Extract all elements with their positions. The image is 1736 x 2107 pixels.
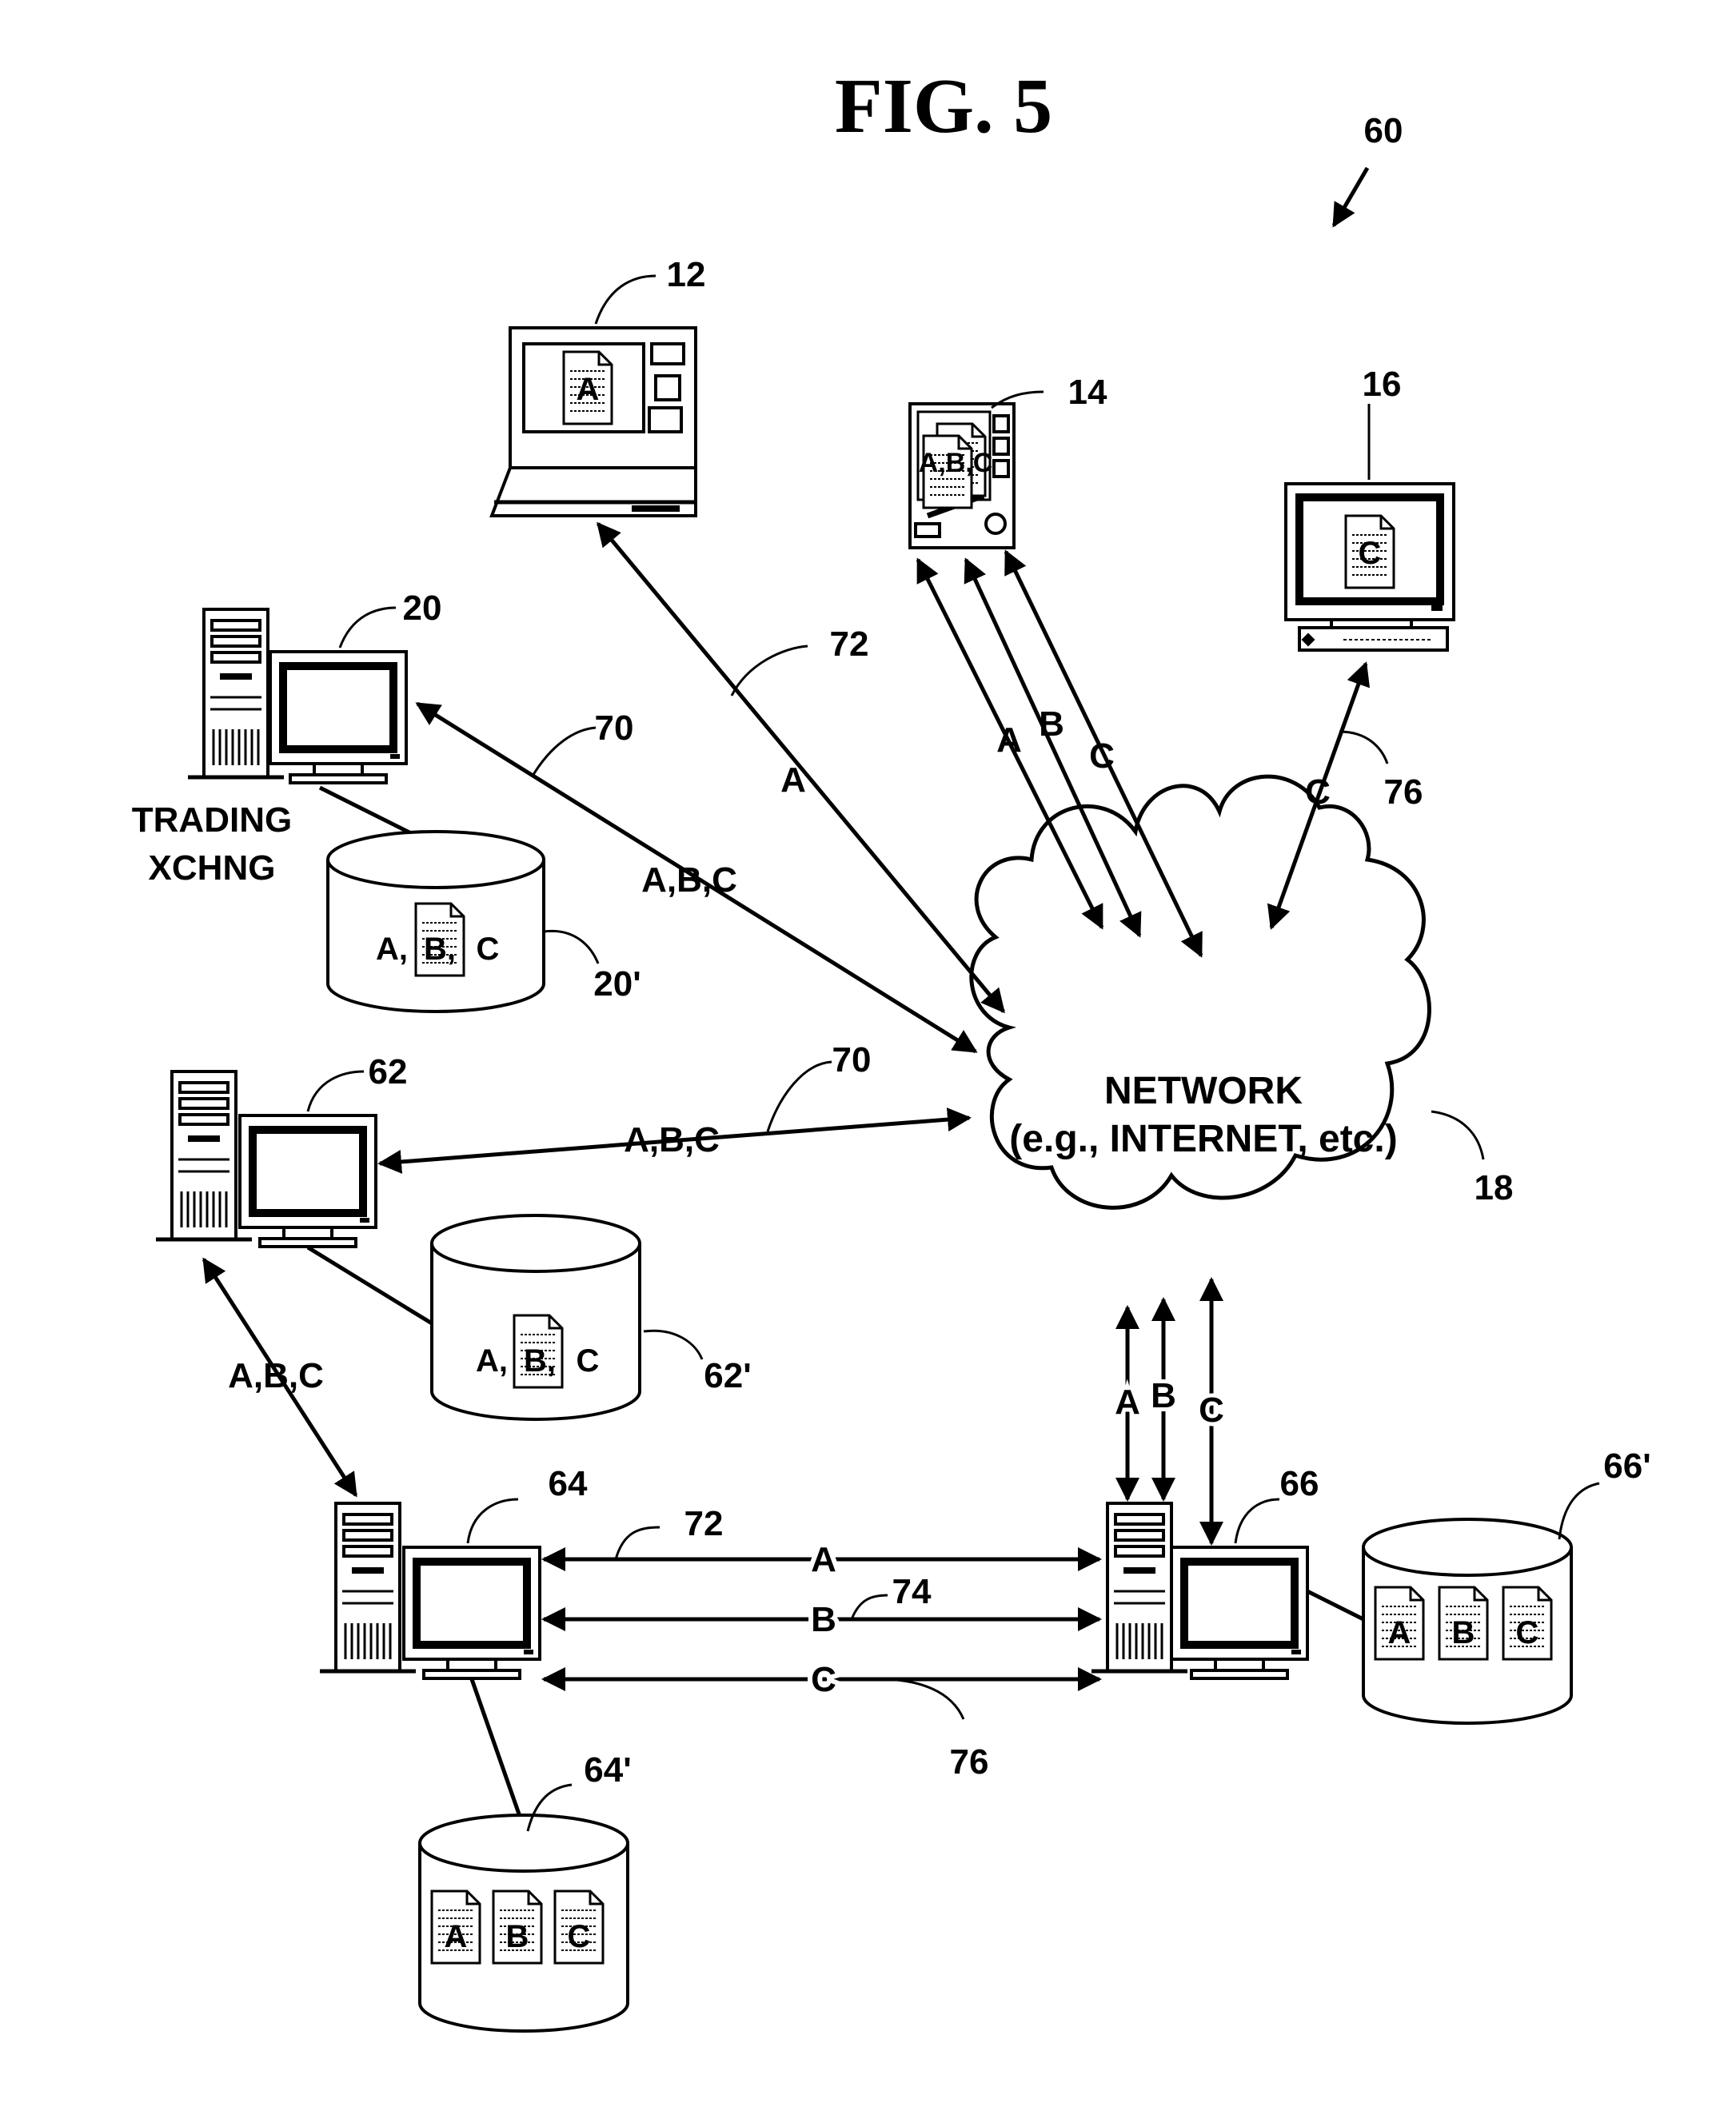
link-net-s66-b-label: B [1151,1376,1176,1415]
link-handheld-c-label: C [1089,736,1115,776]
server66-ref-leader [1235,1499,1279,1543]
link-s64-s66-c-ref-leader [880,1679,964,1719]
laptop-ref-label: 12 [667,255,706,294]
figure-ref-label: 60 [1364,111,1403,150]
db66-doc-b: B [1452,1615,1475,1650]
server64-ref-leader [468,1499,518,1543]
link-exchange-ref-label: 70 [595,708,634,748]
server62-ref-label: 62 [369,1052,408,1091]
exchange-monitor-icon [270,652,406,783]
server66-monitor-icon [1171,1547,1307,1678]
db66-cylinder: A B C [1363,1519,1571,1723]
exchange-name-line2: XCHNG [149,848,276,888]
link-s64-s66-b-ref-label: 74 [892,1572,932,1611]
db20-doc-a: A, [376,932,408,967]
server62-device [156,1071,432,1323]
db62-doc-a: A, [476,1343,508,1379]
link-net-s66-c-label: C [1199,1391,1224,1430]
link-s64-s66-a-ref-label: 72 [684,1504,724,1543]
network-label-line2: (e.g., INTERNET, etc.) [1009,1118,1397,1160]
db62-cylinder: A, B, C [432,1215,640,1419]
laptop-ref-leader [596,276,656,324]
link-desktop16-ref-label: 76 [1384,772,1423,812]
server62-tower-icon [156,1071,252,1239]
db64-doc-a: A [445,1919,468,1954]
db20-doc-b: B, [424,932,456,967]
desktop16-doc-label: C [1359,536,1382,571]
exchange-name-line1: TRADING [132,800,292,840]
link-exchange-label: A,B,C [641,860,737,900]
link-s64-s66-a-label: A [811,1540,836,1579]
link-s64-s66-b-label: B [811,1600,836,1639]
db62-ref-label: 62' [704,1356,751,1395]
figure-title: FIG. 5 [835,63,1052,150]
db66-ref-label: 66' [1603,1447,1650,1486]
db64-cylinder: A B C [420,1815,628,2031]
laptop-device: A [492,328,696,516]
db64-doc-b: B [506,1919,529,1954]
db62-doc-b: B, [524,1343,556,1379]
link-laptop-label: A [780,760,806,800]
server64-tower-icon [320,1503,416,1671]
handheld-ref-label: 14 [1068,373,1107,412]
db64-ref-label: 64' [584,1750,631,1790]
laptop-doc-label: A [577,372,600,407]
db20-ref-label: 20' [593,964,641,1004]
server66-device [1091,1503,1363,1678]
db20-cylinder: A, B, C [328,832,544,1012]
link-s64-s66-c-label: C [811,1660,836,1699]
link-laptop-ref-leader [732,646,808,696]
link-s64-s66-a-ref-leader [616,1527,660,1559]
network-ref-label: 18 [1475,1168,1514,1207]
db62-doc-c: C [577,1343,600,1379]
server64-device [320,1503,540,1839]
link-server62-ref-leader [768,1062,832,1131]
db62-ref-leader [644,1331,702,1359]
desktop16-device: C [1286,484,1454,650]
exchange-ref-label: 20 [403,589,442,628]
link-server62-ref-label: 70 [832,1040,872,1079]
link-s62-s64-label: A,B,C [228,1356,324,1395]
network-label-line1: NETWORK [1104,1070,1303,1112]
db66-doc-c: C [1516,1615,1539,1650]
link-desktop16-ref-leader [1339,732,1387,764]
exchange-ref-leader [340,608,396,648]
db64-doc-c: C [568,1919,591,1954]
link-laptop-ref-label: 72 [830,625,869,664]
db20-ref-leader [544,931,598,964]
desktop16-ref-label: 16 [1363,365,1402,404]
db66-doc-a: A [1388,1615,1411,1650]
link-exchange-ref-leader [532,728,596,777]
server62-ref-leader [308,1071,364,1111]
link-net-s66-a-label: A [1115,1383,1140,1422]
link-handheld-a-label: A [996,720,1022,760]
link-s64-s66-b-ref-leader [852,1595,888,1619]
figure-ref-arrow [1334,168,1367,225]
server64-ref-label: 64 [549,1464,588,1503]
server64-monitor-icon [404,1547,540,1678]
server66-ref-label: 66 [1280,1464,1319,1503]
link-s64-s66-c-ref-label: 76 [950,1742,989,1782]
db66-ref-leader [1559,1483,1599,1539]
server62-monitor-icon [240,1115,376,1247]
link-desktop16-label: C [1305,772,1331,812]
link-handheld-b-label: B [1039,704,1064,744]
network-cloud: NETWORK (e.g., INTERNET, etc.) [972,776,1430,1207]
handheld-device: A,B,C [910,404,1014,548]
network-ref-leader [1431,1111,1483,1159]
db20-doc-c: C [477,932,500,967]
link-server62-label: A,B,C [624,1120,720,1159]
handheld-doc-label: A,B,C [919,448,993,478]
